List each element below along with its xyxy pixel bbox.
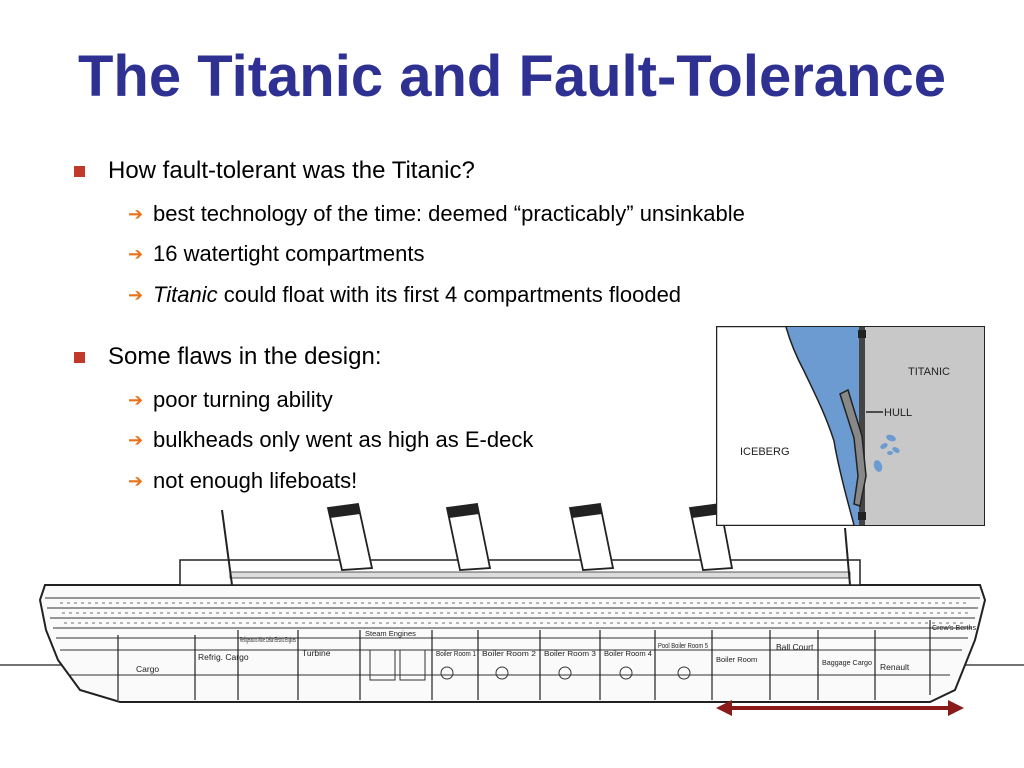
arrow-right-icon: ➔ — [128, 244, 144, 264]
label-refrig-cargo: Refrig. Cargo — [198, 652, 249, 662]
buckled-hull — [839, 388, 867, 507]
label-boiler-room: Boiler Room — [716, 655, 757, 664]
arrow-right-icon: ➔ — [128, 471, 144, 491]
label-refrigerators: Refrigerators Wine Cellar Electric Engin… — [240, 637, 296, 644]
arrow-right-icon: ➔ — [128, 204, 144, 224]
iceberg-hull-inset: HULL TITANIC ICEBERG — [716, 326, 985, 526]
ship-cutaway-illustration: Cargo Refrig. Cargo Refrigerators Wine C… — [0, 502, 1024, 716]
ship-decks — [45, 597, 980, 676]
bullet-1-text: How fault-tolerant was the Titanic? — [108, 157, 475, 184]
bulkheads — [117, 620, 931, 700]
sub-bullet-rest: could float with its first 4 compartment… — [217, 282, 682, 307]
arrow-right-icon: ➔ — [128, 430, 144, 450]
label-turbine: Turbine — [302, 648, 331, 658]
boilers — [369, 649, 691, 681]
sub-bullet-text: bulkheads only went as high as E-deck — [153, 427, 534, 452]
water — [786, 327, 861, 525]
sub-bullet-text: Titanic could float with its first 4 com… — [153, 282, 681, 308]
label-renault: Renault — [880, 662, 910, 672]
titanic-italic: Titanic — [153, 282, 218, 307]
label-cargo: Cargo — [136, 664, 159, 674]
square-bullet-icon — [74, 352, 85, 363]
label-baggage-cargo: Baggage Cargo — [822, 658, 872, 667]
ship-hull — [38, 584, 987, 703]
bullet-2-text: Some flaws in the design: — [108, 343, 382, 370]
label-ball-court: Ball Court — [776, 642, 814, 652]
square-bullet-icon — [74, 166, 85, 177]
label-crews-berths: Crew's Berths — [932, 623, 976, 632]
label-steam-engines: Steam Engines — [365, 629, 416, 638]
iceberg-label: ICEBERG — [740, 446, 790, 458]
ship-interior — [864, 327, 984, 525]
hull-label: HULL — [884, 407, 912, 419]
lifeboat-row — [229, 571, 851, 579]
arrow-right-icon: ➔ — [128, 390, 144, 410]
sub-bullet-text: 16 watertight compartments — [153, 241, 425, 266]
fore-mast — [844, 527, 851, 586]
label-boiler-room-2: Boiler Room 2 — [482, 651, 536, 658]
iceberg-edge — [785, 326, 855, 526]
sub-bullet-text: not enough lifeboats! — [153, 468, 358, 493]
deck-windows — [60, 602, 970, 624]
water-droplets — [873, 434, 900, 472]
label-boiler-room-4: Boiler Room 4 — [604, 651, 652, 658]
label-boiler-room-3: Boiler Room 3 — [544, 651, 596, 658]
compartment-labels: Cargo Refrig. Cargo Refrigerators Wine C… — [136, 623, 976, 674]
label-boiler-room-1: Boiler Room 1 — [436, 651, 476, 658]
hull-rivet — [858, 512, 866, 520]
aft-mast — [221, 509, 233, 586]
funnel-tops — [328, 504, 722, 518]
compartment-span-arrow — [716, 700, 964, 716]
sub-bullet-text: best technology of the time: deemed “pra… — [153, 201, 745, 226]
slide-title: The Titanic and Fault-Tolerance — [78, 44, 946, 109]
titanic-label: TITANIC — [908, 366, 950, 378]
arrow-right-icon: ➔ — [128, 285, 144, 305]
hull-plate — [859, 327, 865, 525]
hull-rivet — [858, 330, 866, 338]
label-pool-boiler-room-5: Pool Boiler Room 5 — [658, 643, 708, 650]
sub-bullet-text: poor turning ability — [153, 387, 333, 412]
